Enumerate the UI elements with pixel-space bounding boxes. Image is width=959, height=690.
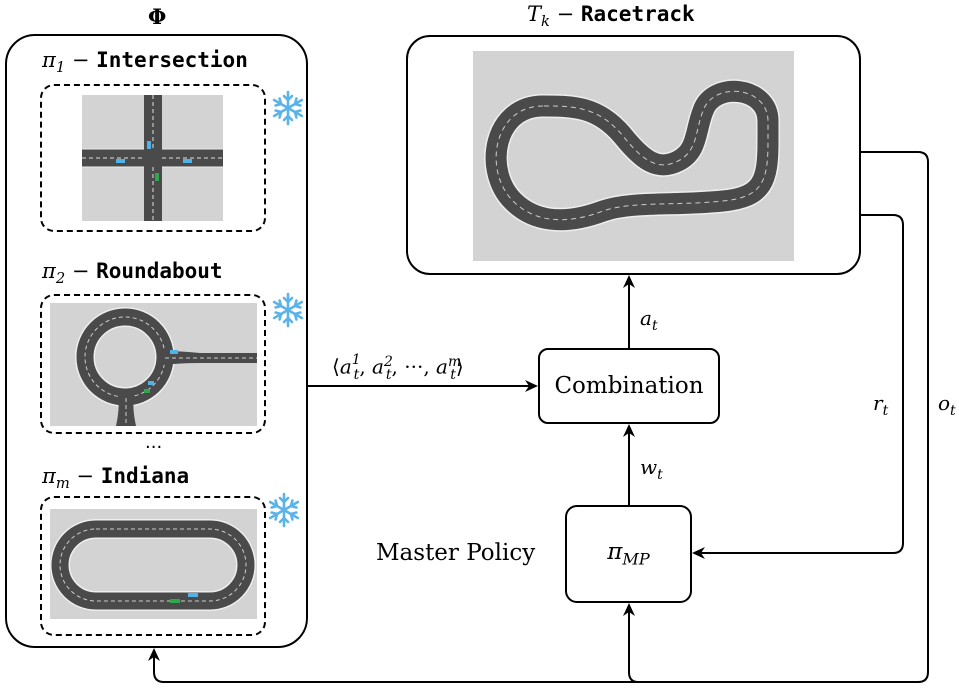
- roundabout-image: [50, 303, 257, 426]
- car-blue: [170, 350, 178, 354]
- phi-title: Φ: [148, 4, 167, 29]
- weights-label: wt: [640, 455, 663, 483]
- policy-2-frame: [40, 294, 266, 434]
- intersection-image: [82, 95, 223, 221]
- policy-2-title: π2 − Roundabout: [42, 259, 223, 288]
- racetrack-image: [473, 51, 794, 261]
- indiana-image: [50, 509, 257, 619]
- combination-label: Combination: [554, 373, 704, 399]
- master-policy-label: Master Policy: [376, 540, 536, 566]
- master-policy-box: πMP: [565, 505, 692, 603]
- snowflake-icon: [270, 292, 306, 332]
- actions-vector-label: ⟨a1t, a2t, ···, amt⟩: [332, 352, 464, 383]
- combination-box: Combination: [538, 348, 720, 424]
- roundabout-map: [75, 307, 257, 426]
- observation-arrow-outer: [148, 151, 929, 683]
- intersection-map: [82, 95, 223, 221]
- policy-m-frame: [40, 496, 266, 636]
- reward-label: rt: [873, 391, 889, 419]
- car-blue: [116, 159, 125, 163]
- observation-arrow-mp: [623, 603, 639, 683]
- indiana-map: [50, 519, 256, 611]
- reward-arrow: [692, 214, 904, 559]
- snowflake-icon: [266, 492, 302, 532]
- car-green: [155, 173, 159, 181]
- policy-m-title: πm − Indiana: [42, 464, 190, 493]
- master-policy-symbol: πMP: [607, 539, 650, 569]
- car-green: [144, 389, 150, 393]
- car-green: [170, 599, 180, 603]
- car-blue: [147, 141, 151, 149]
- observation-label: ot: [938, 391, 956, 419]
- car-blue: [183, 159, 192, 163]
- car-blue: [148, 381, 154, 385]
- ellipsis: ...: [145, 432, 163, 453]
- action-label: at: [640, 306, 658, 334]
- policy-1-frame: [40, 84, 266, 232]
- racetrack-map: [484, 79, 780, 232]
- car-blue: [188, 593, 198, 597]
- policy-1-title: π1 − Intersection: [42, 48, 248, 77]
- snowflake-icon: [270, 90, 306, 130]
- target-title: Tk − Racetrack: [527, 2, 695, 31]
